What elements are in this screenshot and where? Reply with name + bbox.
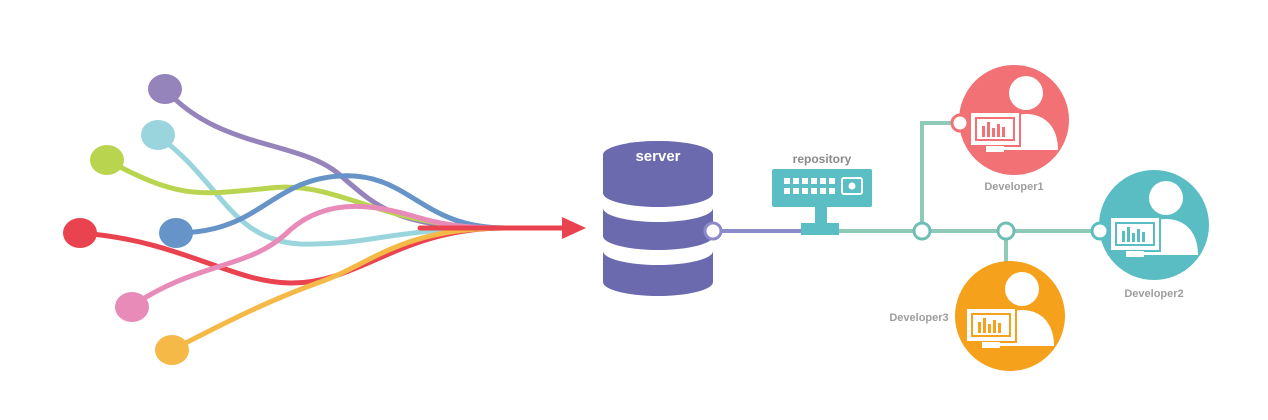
source-dot-pink — [115, 292, 149, 322]
junction-node-2 — [996, 221, 1016, 241]
server-label: server — [635, 148, 680, 165]
junction-node-1 — [912, 221, 932, 241]
source-dot-purple — [148, 74, 182, 104]
repository-label: repository — [793, 152, 852, 166]
stream-light-blue — [155, 133, 508, 247]
source-dot-light-blue — [141, 120, 175, 150]
stream-red — [77, 225, 508, 286]
stream-pink — [129, 203, 508, 309]
source-dot-red — [63, 218, 97, 248]
developer3-icon — [955, 261, 1065, 371]
source-dot-lime — [90, 145, 124, 175]
merge-arrow — [417, 217, 586, 239]
server-output-node — [703, 221, 723, 241]
developer3-label: Developer3 — [889, 312, 948, 324]
developer1-icon — [959, 65, 1069, 175]
source-dot-yellow — [155, 335, 189, 365]
repository-icon — [772, 169, 872, 235]
developer1-node — [950, 113, 970, 133]
stream-yellow — [169, 225, 508, 353]
source-streams — [77, 87, 508, 353]
stream-blue — [173, 173, 508, 236]
developer2-label: Developer2 — [1124, 288, 1183, 300]
developer1-label: Developer1 — [984, 181, 1043, 193]
junction-nodes — [912, 221, 1016, 241]
source-dots — [63, 74, 193, 365]
source-dot-blue — [159, 218, 193, 248]
developer2-node — [1090, 221, 1110, 241]
developer2-icon — [1099, 170, 1209, 280]
server-database-icon — [603, 141, 713, 296]
